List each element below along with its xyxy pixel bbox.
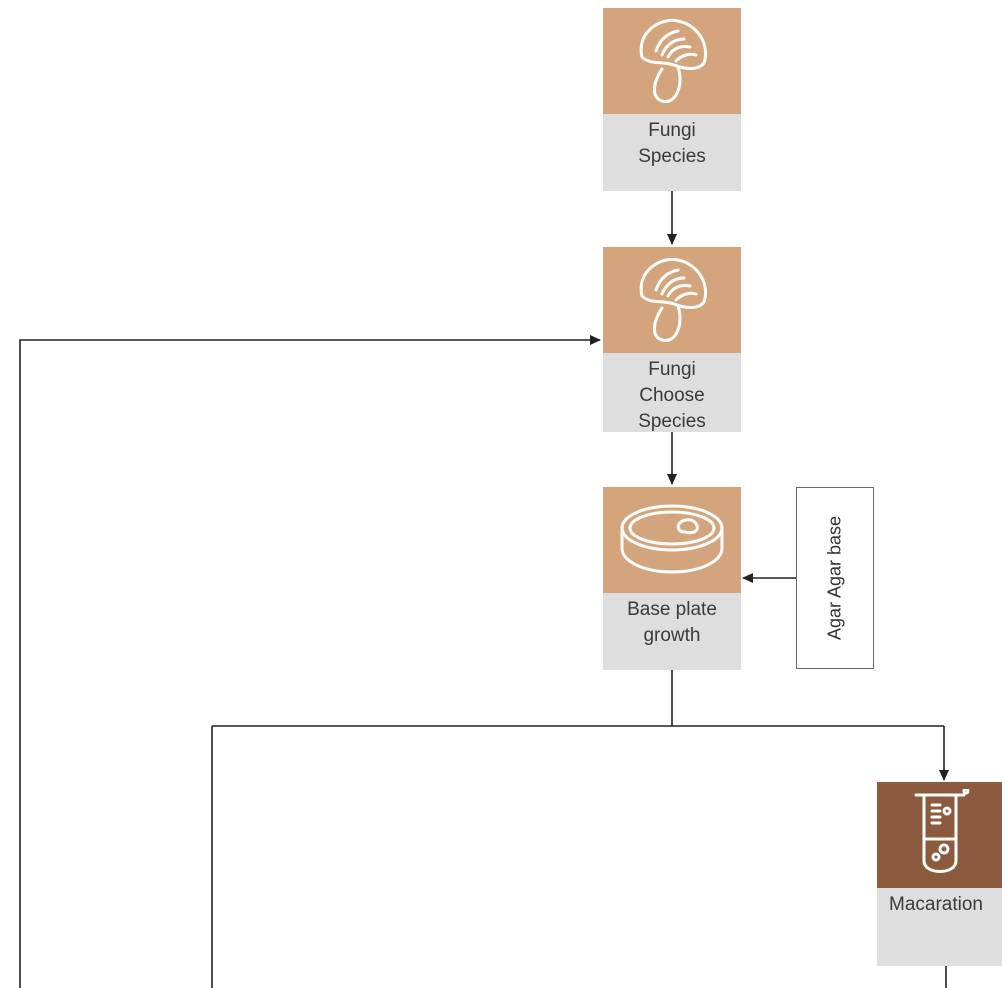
node-label: Fungi Species xyxy=(603,114,741,191)
node-icon-area xyxy=(603,487,741,593)
agar-input-box[interactable]: Agar Agar base xyxy=(796,487,874,669)
node-label-line: Base plate xyxy=(627,599,717,620)
petri-dish-icon xyxy=(620,504,724,574)
agar-input-label: Agar Agar base xyxy=(824,515,845,641)
node-icon-area xyxy=(877,782,1002,888)
node-label-line: Species xyxy=(638,411,706,432)
node-macaration[interactable]: Macaration xyxy=(877,782,1002,966)
node-label-line: Species xyxy=(638,146,706,167)
feedback-loop-line xyxy=(19,335,601,988)
node-icon-area xyxy=(603,8,741,114)
test-tube-icon xyxy=(914,789,969,873)
node-label: Base plate growth xyxy=(603,593,741,670)
mushroom-icon xyxy=(639,18,707,103)
node-icon-area xyxy=(603,247,741,353)
node-label-line: Fungi xyxy=(648,359,696,380)
node-base-plate-growth[interactable]: Base plate growth xyxy=(603,487,741,670)
node-fungi-species[interactable]: Fungi Species xyxy=(603,8,741,191)
node-fungi-choose-species[interactable]: Fungi Choose Species xyxy=(603,247,741,432)
node-label-line: Fungi xyxy=(648,120,696,141)
node-label: Macaration xyxy=(877,888,1002,966)
node-label: Fungi Choose Species xyxy=(603,353,741,432)
mushroom-icon xyxy=(639,257,707,342)
node-label-line: Macaration xyxy=(889,894,983,915)
node-label-line: Choose xyxy=(639,385,705,406)
node-label-line: growth xyxy=(643,625,701,646)
